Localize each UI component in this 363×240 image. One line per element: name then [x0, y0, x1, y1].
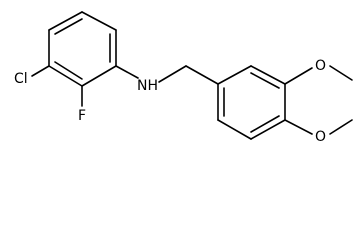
structure-canvas: Cl F NH O O: [14, 11, 353, 145]
c-cl-bond: [31, 65, 50, 77]
n-ch2-bond: [158, 65, 187, 83]
o-ch3-lower-bond: [329, 119, 353, 135]
o-ch3-upper-bond: [329, 65, 353, 81]
chlorine-label: Cl: [14, 71, 28, 87]
fluorine-label: F: [78, 108, 86, 124]
c-o-lower-bond: [284, 119, 313, 135]
c-n-bond: [115, 65, 139, 79]
c-o-upper-bond: [284, 67, 313, 85]
oxygen-upper-label: O: [315, 58, 326, 74]
oxygen-lower-label: O: [315, 129, 326, 145]
molecule-diagram: Cl F NH O O: [14, 11, 353, 145]
amine-label: NH: [137, 78, 158, 94]
right-benzene-ring: [217, 65, 286, 140]
ch2-ring-bond: [185, 65, 219, 85]
left-benzene-ring: [48, 11, 117, 87]
